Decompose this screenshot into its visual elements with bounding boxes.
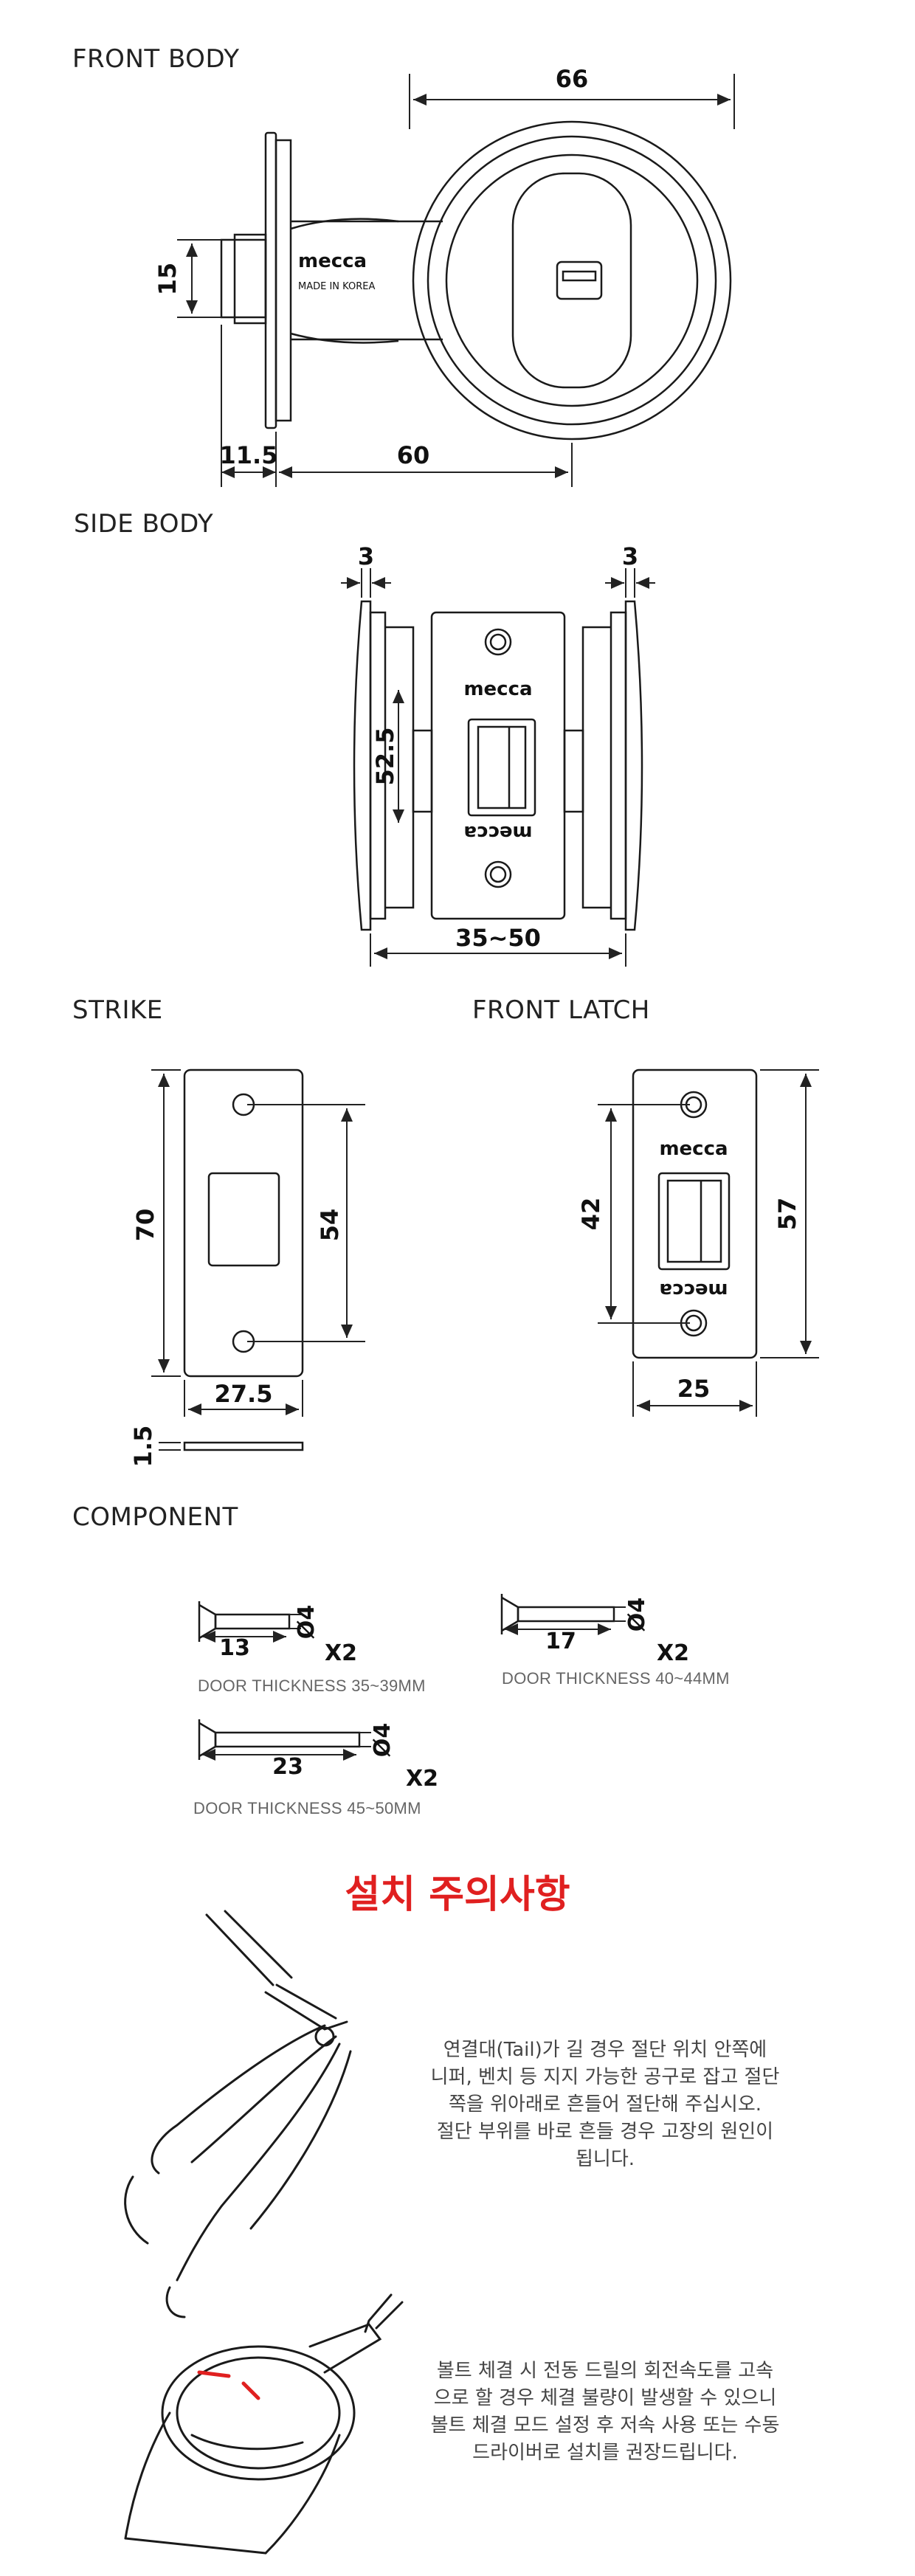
strike-drawing <box>183 1068 304 1451</box>
front-latch-height-label: 57 <box>773 1198 801 1231</box>
strike-hole-spacing-label: 54 <box>316 1209 344 1242</box>
screw-17-qty: X2 <box>657 1640 689 1666</box>
caution-title: 설치 주의사항 <box>345 1873 570 1917</box>
strike-thickness-label: 1.5 <box>129 1426 157 1468</box>
front-latch-logo-bottom: mecca <box>659 1279 728 1301</box>
front-body-logo: mecca <box>298 250 367 272</box>
screw-23-length: 23 <box>272 1754 303 1780</box>
screw-13-thickness: DOOR THICKNESS 35~39MM <box>198 1677 426 1695</box>
front-body-offset-label: 11.5 <box>220 441 278 469</box>
pliers-illustration <box>124 1910 352 2318</box>
screw-23-diameter: Ø4 <box>370 1723 396 1757</box>
front-latch-logo-top: mecca <box>659 1138 728 1160</box>
caution-tip-1-line: 쪽을 위아래로 흔들어 절단해 주십시오. <box>448 2093 762 2116</box>
screw-13-length: 13 <box>219 1635 250 1661</box>
screw-17-diameter: Ø4 <box>624 1598 650 1631</box>
side-body-range-label: 35~50 <box>455 924 541 952</box>
caution-tip-2-line: 볼트 체결 모드 설정 후 저속 사용 또는 수동 <box>430 2414 780 2437</box>
caution-tip-1-line: 절단 부위를 바로 흔들 경우 고장의 원인이 <box>436 2121 774 2143</box>
screw-17-thickness: DOOR THICKNESS 40~44MM <box>502 1669 730 1688</box>
side-body-right-label: 3 <box>622 542 638 570</box>
screw-17-dimensions <box>505 1606 626 1635</box>
screw-17-length: 17 <box>545 1629 576 1654</box>
front-body-height-label: 15 <box>153 263 182 296</box>
caution-tip-1-line: 니퍼, 벤치 등 지지 가능한 공구로 잡고 절단 <box>430 2066 780 2088</box>
caution-tip-2-line: 볼트 체결 시 전동 드릴의 회전속도를 고속 <box>436 2360 774 2382</box>
screw-13-diameter: Ø4 <box>294 1605 320 1639</box>
screw-17-drawing <box>500 1594 615 1634</box>
front-body-made-in: MADE IN KOREA <box>298 281 375 292</box>
front-latch-dimensions <box>598 1069 819 1417</box>
screw-13-dimensions <box>202 1614 301 1643</box>
component-title: COMPONENT <box>72 1502 238 1532</box>
screw-23-thickness: DOOR THICKNESS 45~50MM <box>193 1799 421 1817</box>
side-body-logo-top: mecca <box>463 678 532 700</box>
side-body-dimensions <box>341 568 655 967</box>
side-body-logo-bottom: mecca <box>463 821 532 843</box>
strike-title: STRIKE <box>72 995 163 1025</box>
caution-tip-1-line: 됩니다. <box>575 2148 635 2170</box>
strike-height-label: 70 <box>131 1209 159 1242</box>
strike-width-label: 27.5 <box>215 1380 273 1408</box>
caution-tip-1: 연결대(Tail)가 길 경우 절단 위치 안쪽에 니퍼, 벤치 등 지지 가능… <box>398 2037 812 2173</box>
front-body-width-label: 66 <box>556 65 589 93</box>
strike-dimensions <box>151 1069 365 1451</box>
caution-tip-2: 볼트 체결 시 전동 드릴의 회전속도를 고속 으로 할 경우 체결 불량이 발… <box>398 2358 812 2467</box>
caution-tip-2-line: 드라이버로 설치를 권장드립니다. <box>472 2442 738 2464</box>
caution-tip-1-line: 연결대(Tail)가 길 경우 절단 위치 안쪽에 <box>443 2039 767 2061</box>
front-body-drawing <box>220 120 732 441</box>
drill-illustration <box>124 2293 404 2555</box>
side-body-left-label: 3 <box>358 542 374 570</box>
front-latch-drawing <box>632 1068 758 1359</box>
caution-tip-2-line: 으로 할 경우 체결 불량이 발생할 수 있으니 <box>433 2387 777 2409</box>
screw-13-qty: X2 <box>325 1640 357 1666</box>
front-latch-width-label: 25 <box>677 1375 711 1403</box>
side-body-height-label: 52.5 <box>371 728 399 786</box>
side-body-drawing <box>353 600 643 931</box>
front-latch-title: FRONT LATCH <box>472 995 650 1025</box>
front-body-dimensions <box>177 74 735 487</box>
front-latch-hole-spacing-label: 42 <box>577 1198 605 1231</box>
front-body-title: FRONT BODY <box>72 44 240 74</box>
side-body-title: SIDE BODY <box>74 509 214 539</box>
screw-23-qty: X2 <box>406 1766 438 1792</box>
screw-23-dimensions <box>202 1732 371 1761</box>
front-body-length-label: 60 <box>397 441 430 469</box>
